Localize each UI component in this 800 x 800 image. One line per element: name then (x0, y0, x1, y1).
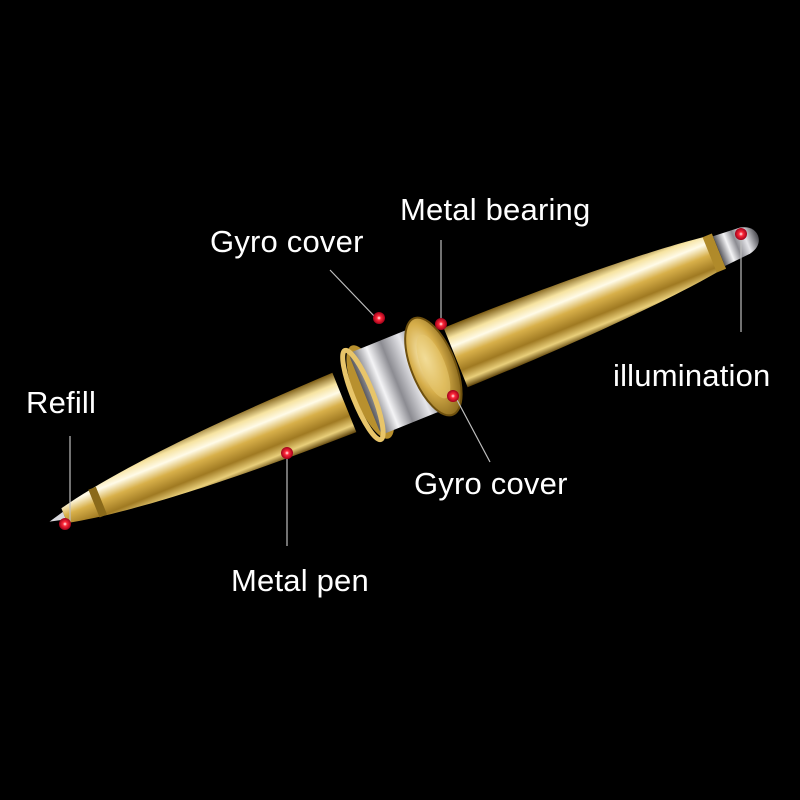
marker-gyro-top (373, 312, 385, 324)
label-metal-pen: Metal pen (231, 563, 369, 598)
pen-rear-barrel (443, 235, 722, 388)
label-refill: Refill (26, 385, 97, 420)
label-metal-bearing: Metal bearing (400, 192, 591, 227)
marker-metal-pen (281, 447, 293, 459)
rear-ring (702, 233, 727, 273)
marker-illumination (735, 228, 747, 240)
label-illumination: illumination (613, 358, 771, 393)
tip-ring (88, 486, 108, 518)
leader-gyro-top (329, 269, 377, 319)
marker-metal-bearing (435, 318, 447, 330)
label-gyro-cover-top: Gyro cover (210, 224, 364, 259)
leader-gyro-bottom (455, 397, 491, 463)
callout-markers (59, 228, 747, 530)
marker-gyro-bottom (447, 390, 459, 402)
gyro-disc-highlight (416, 334, 451, 399)
pen-front-barrel (61, 372, 357, 524)
label-gyro-cover-bottom: Gyro cover (414, 466, 568, 501)
gyro-rim-top (340, 347, 386, 443)
leader-lines (69, 236, 742, 546)
light-end (712, 227, 759, 266)
pen-body (49, 227, 759, 524)
marker-refill (59, 518, 71, 530)
